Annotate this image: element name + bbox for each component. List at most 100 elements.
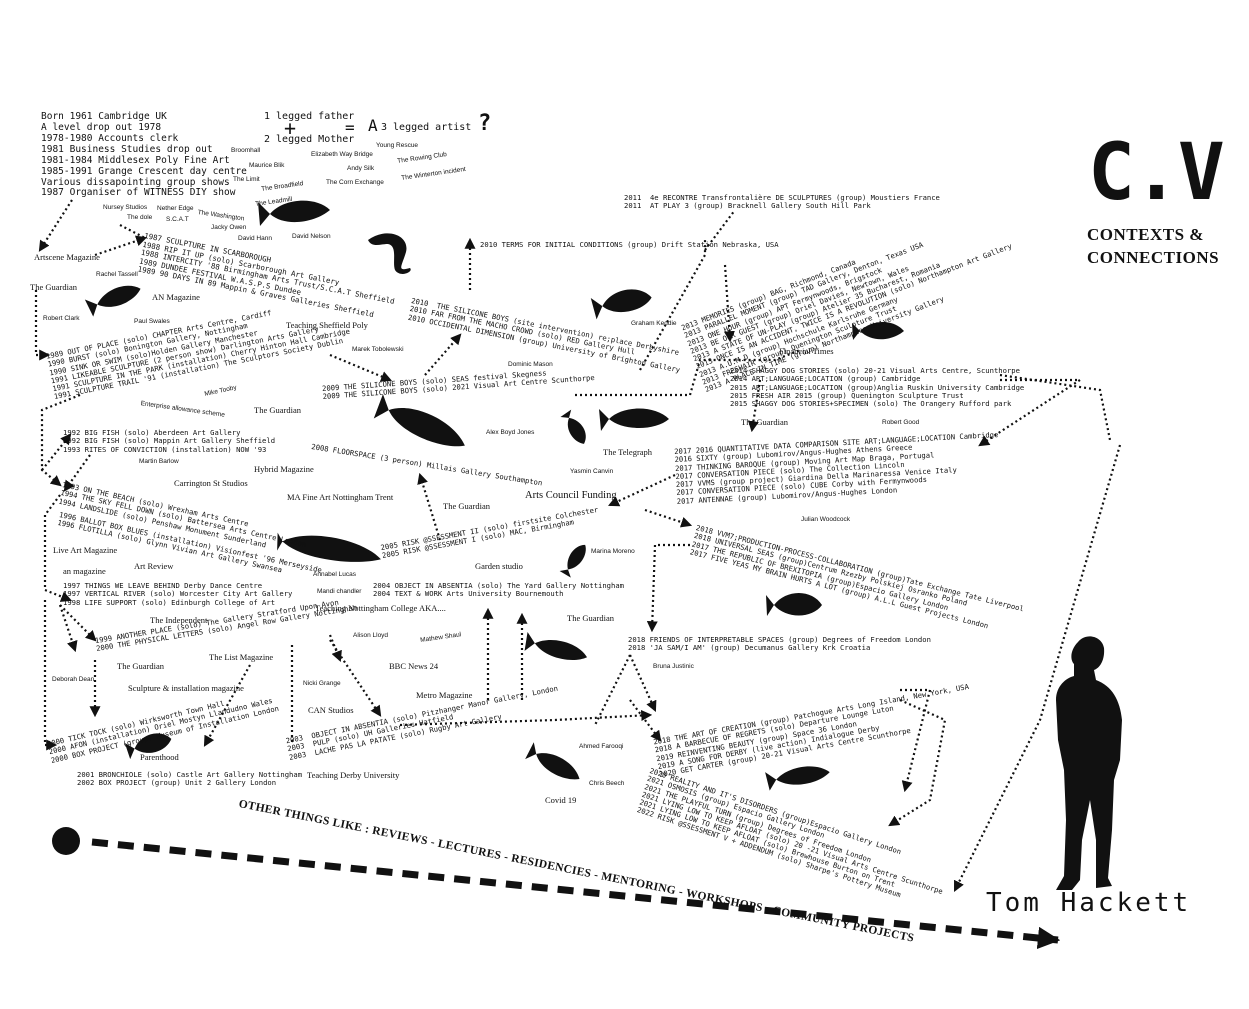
fish-silhouette [559,544,586,578]
exhibition-line: 2011 AT PLAY 3 (group) Bracknell Gallery… [624,201,871,211]
intro-line: 1981-1984 Middlesex Poly Fine Art [41,154,230,166]
arrow-right-long [954,444,1122,892]
context-label: an magazine [63,566,106,576]
exhibitions-2010-terms: 2010 TERMS FOR INITIAL CONDITIONS (group… [480,240,779,249]
context-label: The Guardian [30,282,77,292]
context-label: Rachel Tassell [96,271,138,278]
context-label: The Corn Exchange [326,179,384,186]
equation-big-a: A [368,116,378,135]
context-label: Teaching Nottingham College AKA.... [315,603,446,613]
context-label: Covid 19 [545,795,577,805]
contexts-connections-title: CONTEXTS & CONNECTIONS [1087,224,1219,270]
context-label: Andy Silk [347,165,375,172]
context-label: Broomhall [231,147,261,154]
context-label: The Guardian [443,501,490,511]
context-label: The Guardian [567,613,614,623]
fish-silhouette [766,593,822,616]
arrow-up-2009 [424,333,462,376]
context-label: Mandi chandler [317,588,362,595]
exhibition-line: 2004 OBJECT IN ABSENTIA (solo) The Yard … [373,581,624,590]
fish-silhouette [84,285,141,317]
exhibition-line: 1993 RITES OF CONVICTION (installation) … [63,444,267,454]
context-label: Marina Moreno [591,548,635,555]
context-label: Robert Good [882,419,920,426]
context-label: Annabel Lucas [313,571,357,578]
fish-silhouette [560,409,586,444]
arrow-2018-fan-b [628,654,657,713]
context-label: Nether Edge [157,205,194,212]
arrow-2015-right [999,373,1112,441]
exhibitions-2001-2002: 2001 BRONCHIOLE (solo) Castle Art Galler… [77,770,303,788]
context-label: Young Rescue [376,142,419,149]
arrow-2014-right [978,378,1084,447]
fish-silhouette [590,289,652,320]
context-label: Alex Boyd Jones [486,429,535,436]
exhibition-line: 1997 VERTICAL RIVER (solo) Worcester Cit… [63,589,293,599]
fish-silhouette [373,394,465,447]
dashed-arrow [91,838,1061,950]
context-label: David Hann [238,235,272,242]
context-label: Graham Keddie [631,320,677,327]
exhibition-line: 2018 FRIENDS OF INTERPRETABLE SPACES (gr… [628,635,931,644]
exhibitions-2004: 2004 OBJECT IN ABSENTIA (solo) The Yard … [373,581,624,599]
exhibition-line: 2001 BRONCHIOLE (solo) Castle Art Galler… [77,770,303,779]
context-label: The dole [127,214,153,221]
context-label: Nicki Grange [303,680,341,687]
arrow-to-1987 [94,235,148,257]
context-label: Paul Swales [134,318,170,325]
arrow-2018-fan [594,654,631,726]
context-label: Deborah Dean [52,676,95,683]
context-label: Metro Magazine [416,690,473,700]
arrow-2014-left [747,379,762,433]
fish-silhouette [765,766,830,791]
fish-silhouette [525,742,580,780]
exhibition-line: 2004 TEXT & WORK Arts University Bournem… [373,589,564,599]
context-label: Garden studio [475,561,523,571]
context-label: Sculpture & installation magazine [128,683,244,693]
arrow-2017-left [608,474,676,507]
intro-line: 1987 Organiser of WITNESS DIY show [41,187,236,199]
intro-line: A level drop out 1978 [41,121,162,133]
standing-man-silhouette [1056,636,1122,890]
fish-silhouette [124,733,172,760]
equation-question: ? [478,111,492,136]
context-label: Martin Barlow [139,458,179,465]
arrow-left-spine-1 [34,290,51,361]
exhibition-line: 1998 LIFE SUPPORT (solo) Edinburgh Colle… [63,597,276,607]
connections-line: CONNECTIONS [1087,247,1220,267]
arrow-2009-right [575,348,801,397]
context-label: S.C.A.T [166,216,189,223]
arrow-2013-top [704,209,736,251]
context-label: Alison Lloyd [353,632,389,639]
exhibition-line: 2015 SHAGGY DOG STORIES+SPECIMEN (solo) … [730,399,1012,409]
fish-silhouette [258,200,330,226]
arrow-up-2005 [417,472,442,541]
equation-equals: = [345,118,355,137]
context-label: The Guardian [254,405,301,415]
arrow-left-spine-6 [43,600,58,751]
exhibition-line: 2011 4e RECONTRE Transfrontalière DE SCU… [624,193,940,202]
context-label: Maurice Blik [249,162,285,169]
exhibition-line: 2015 FRESH AIR 2015 (group) Quenington S… [730,390,964,400]
context-label: Teaching Derby University [307,770,400,780]
exhibitions-2018-friends: 2018 FRIENDS OF INTERPRETABLE SPACES (gr… [628,635,931,653]
exhibition-line: 2014 ART;LANGUAGE;LOCATION (group) Cambr… [730,374,921,384]
exhibitions-1997-1998: 1997 THINGS WE LEAVE BEHIND Derby Dance … [63,581,293,607]
arrow-2018-down [646,543,690,633]
equation-result: 3 legged artist [381,122,472,133]
context-label: Elizabeth Way Bridge [311,151,373,158]
context-label: Dominic Mason [508,361,553,368]
context-label: Yasmin Canvin [570,468,614,475]
context-label: Carrington St Studios [174,478,248,488]
context-label: Live Art Magazine [53,545,118,555]
context-label: Art Review [134,561,174,571]
arrow-2003-b [329,639,382,717]
context-label: AN Magazine [152,292,200,302]
context-label: The Limit [233,176,260,183]
intro-line: 1981 Business Studies drop out [41,143,213,155]
context-label: Jacky Owen [211,224,247,231]
intro-line: 1978-1980 Accounts clerk [41,132,179,144]
